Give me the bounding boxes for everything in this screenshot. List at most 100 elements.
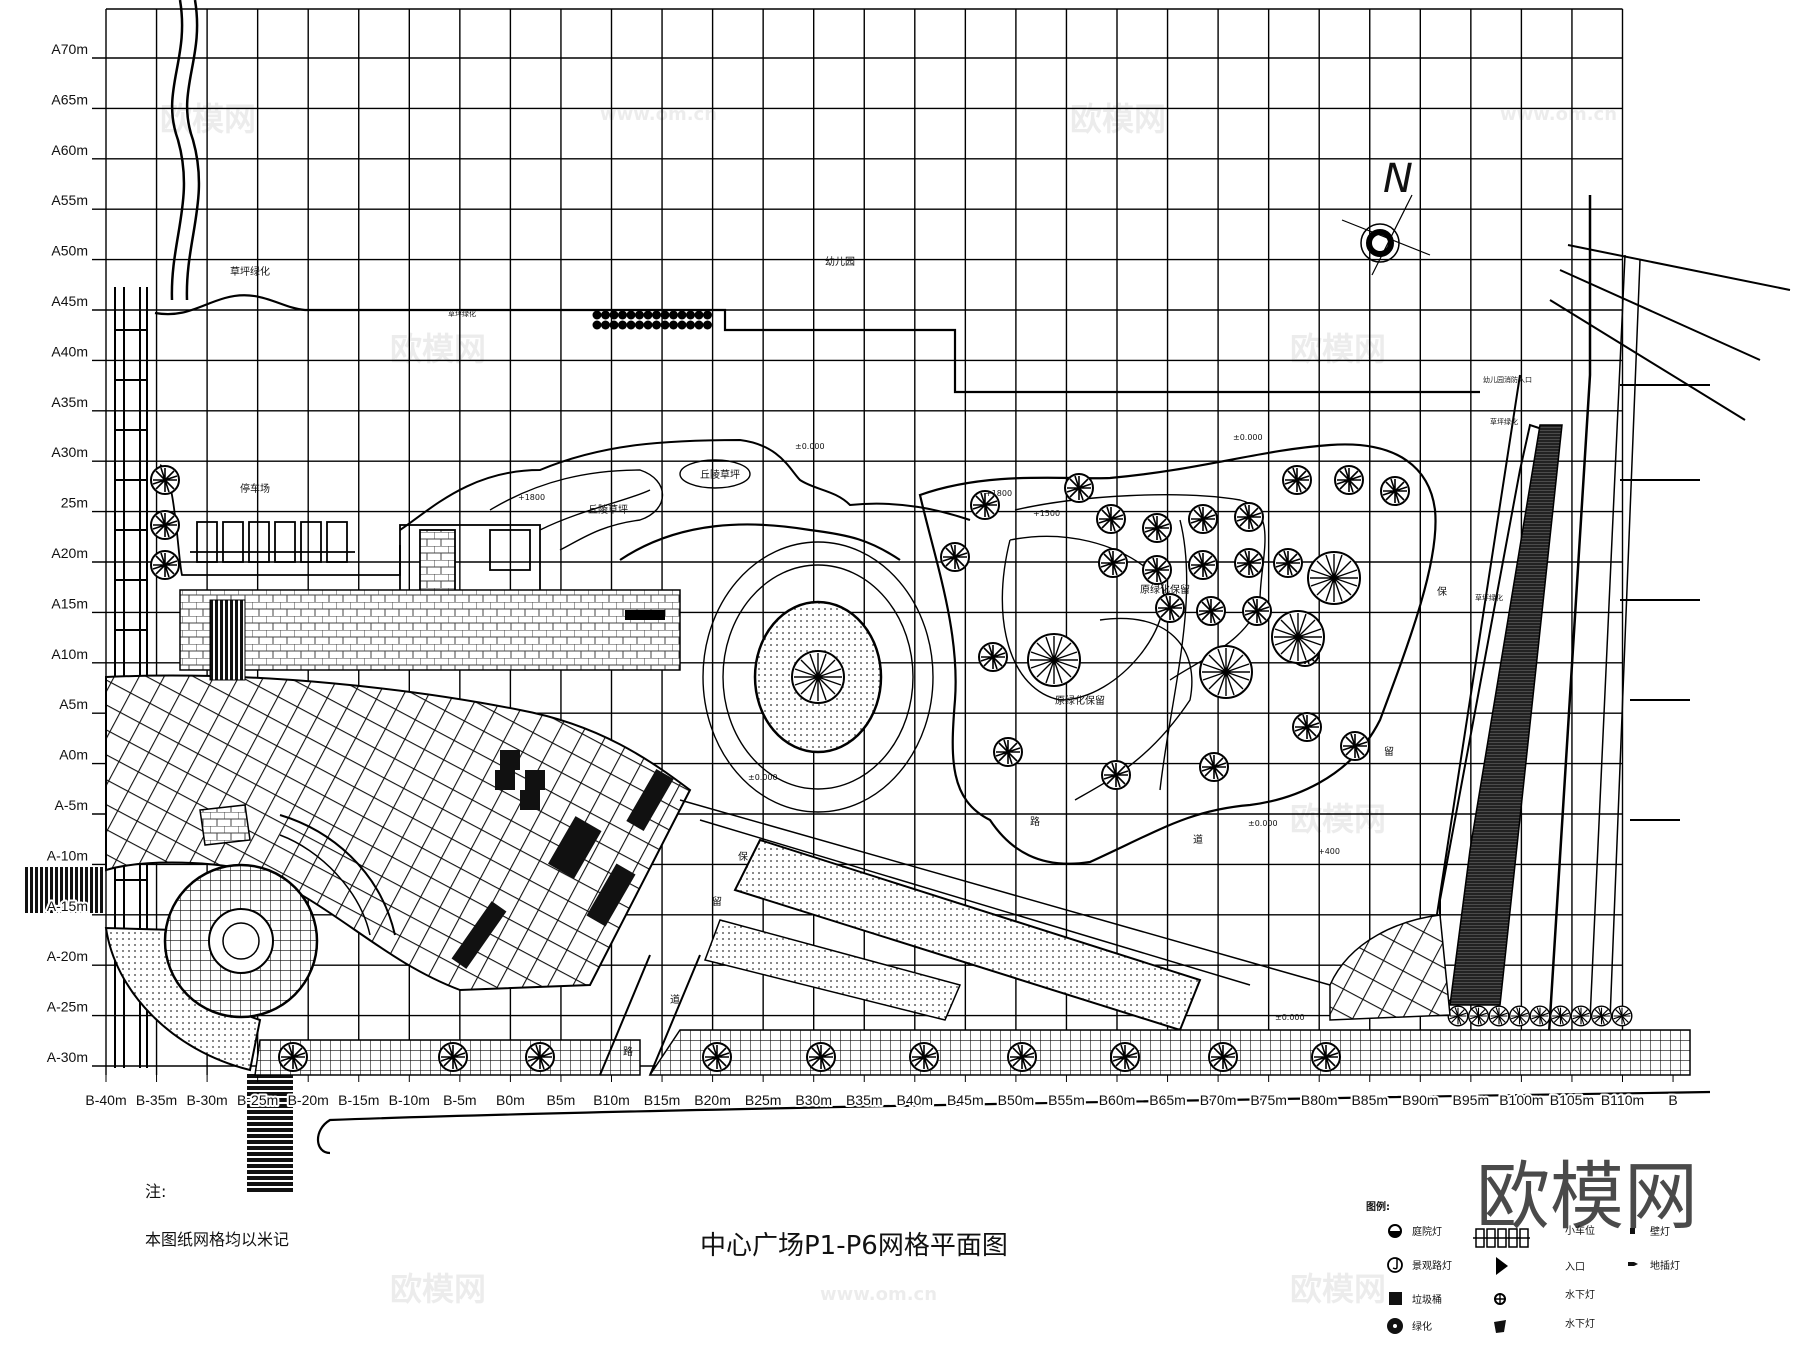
hill-lawn-mounds <box>399 438 971 561</box>
legend-label: 水下灯 <box>1565 1318 1595 1330</box>
legend-label: 庭院灯 <box>1412 1225 1442 1238</box>
column-axis-label: B95m <box>1453 1092 1490 1108</box>
column-axis-label: B-30m <box>186 1092 227 1108</box>
watermark-brand: 欧模网 <box>1476 1154 1698 1240</box>
hedge-tree <box>694 310 704 320</box>
row-axis-label: A-30m <box>47 1049 88 1065</box>
label-hill-lawn-2: 丘陵草坪 <box>700 468 740 481</box>
tree-icon <box>940 542 970 572</box>
tree-icon <box>1508 1005 1531 1027</box>
row-axis-label: A70m <box>51 41 88 57</box>
hedge-tree <box>601 310 610 320</box>
svg-text:www.om.cn: www.om.cn <box>600 104 717 125</box>
column-axis-label: B100m <box>1499 1092 1543 1108</box>
entrance-icon <box>1496 1257 1508 1275</box>
tree-icon <box>278 1042 308 1072</box>
fan-plaza <box>105 589 692 992</box>
label-lawn-right: 草坪绿化 <box>1490 417 1518 426</box>
row-axis-label: A40m <box>51 343 88 359</box>
hedge-tree <box>592 320 602 330</box>
svg-text:欧模网: 欧模网 <box>1070 100 1166 138</box>
label-keep-green-1: 原绿化保留 <box>1140 583 1190 596</box>
hedge-tree <box>652 320 661 330</box>
tree-icon <box>1142 555 1172 585</box>
row-axis-label: A-20m <box>47 948 88 964</box>
svg-text:欧模网: 欧模网 <box>1290 330 1386 368</box>
label-elev-2: ±0.000 <box>795 442 825 451</box>
hedge-tree <box>677 310 687 320</box>
watermark-url: www.om.cn <box>820 1284 937 1305</box>
tree-icon <box>1199 752 1229 782</box>
tree-icon <box>1007 1042 1037 1072</box>
column-axis-label: B-25m <box>237 1092 278 1108</box>
svg-text:欧模网: 欧模网 <box>390 330 486 368</box>
dark-planters <box>451 750 674 969</box>
hedge-tree <box>592 310 602 320</box>
row-axis-label: A55m <box>51 192 88 208</box>
label-keep-3: 保 <box>738 850 748 863</box>
row-axis-label: A-15m <box>47 898 88 914</box>
column-axis-label: B-15m <box>338 1092 379 1108</box>
notes-text: 本图纸网格均以米记 <box>145 1230 289 1249</box>
legend-label: 景观路灯 <box>1412 1259 1452 1272</box>
hedge-tree <box>626 320 636 330</box>
column-axis-label: B15m <box>644 1092 681 1108</box>
landscape-street-lamp-icon <box>1387 1257 1403 1273</box>
hedge-tree <box>669 320 678 330</box>
courtyard-lamp-icon <box>1388 1224 1402 1238</box>
row-axis-label: A65m <box>51 91 88 107</box>
north-label: N <box>1383 156 1413 202</box>
tree-icon <box>1110 1042 1140 1072</box>
plan-labels: 草坪绿化 草坪绿化 幼儿园 停车场 丘陵草坪 丘陵草坪 原绿化保留 原绿化保留 … <box>230 255 1532 1058</box>
column-axis-label: B-40m <box>85 1092 126 1108</box>
tree-icon <box>702 1042 732 1072</box>
hedge-tree <box>609 320 619 330</box>
hedge-tree <box>635 310 644 320</box>
tree-icon <box>1590 1005 1613 1027</box>
tree-icon <box>1155 593 1185 623</box>
column-axis-label: B60m <box>1099 1092 1136 1108</box>
tree-icon <box>150 550 180 580</box>
svg-text:欧模网: 欧模网 <box>390 1270 486 1308</box>
hedge-tree <box>686 320 695 330</box>
column-axis-label: B30m <box>795 1092 832 1108</box>
legend-label: 绿化 <box>1412 1320 1432 1333</box>
label-lawn-right-2: 草坪绿化 <box>1475 593 1503 602</box>
legend-label: 水下灯 <box>1565 1289 1595 1301</box>
column-axis-label: B35m <box>846 1092 883 1108</box>
hedge-tree <box>677 320 687 330</box>
legend-label: 地插灯 <box>1650 1259 1680 1272</box>
tree-icon <box>1101 760 1131 790</box>
greenery-icon <box>1387 1318 1403 1334</box>
central-oval-plaza <box>702 541 934 813</box>
row-axis-label: A-10m <box>47 847 88 863</box>
row-axis-label: A-25m <box>47 999 88 1015</box>
legend-label: 垃圾桶 <box>1412 1293 1442 1306</box>
diagonal-lawn-strips <box>679 799 1451 1032</box>
large-tree-icon <box>1271 610 1325 664</box>
row-axis-label: A45m <box>51 293 88 309</box>
north-arrow-icon <box>1341 194 1431 276</box>
ground-lamp-icon <box>1628 1262 1638 1266</box>
large-tree-icon <box>1199 645 1253 699</box>
svg-text:欧模网: 欧模网 <box>1290 800 1386 838</box>
hedge-tree <box>669 310 678 320</box>
svg-text:欧模网: 欧模网 <box>1290 1270 1386 1308</box>
hedge-tree-row <box>592 310 712 330</box>
column-axis-label: B-10m <box>389 1092 430 1108</box>
row-axis-label: A5m <box>59 696 88 712</box>
legend-label: 壁灯 <box>1650 1225 1670 1238</box>
tree-icon <box>438 1042 468 1072</box>
row-axis-label: A-5m <box>55 797 88 813</box>
axis-labels: A70mA65mA60mA55mA50mA45mA40mA35mA30m25mA… <box>45 39 1680 1110</box>
hedge-tree <box>635 320 644 330</box>
column-axis-label: B40m <box>897 1092 934 1108</box>
row-axis-label: A10m <box>51 646 88 662</box>
large-tree-icon <box>1307 551 1361 605</box>
tree-row-bottom-right <box>1447 1005 1633 1027</box>
legend-heading: 图例: <box>1366 1200 1390 1213</box>
column-axis-label: B20m <box>694 1092 731 1108</box>
hedge-tree <box>686 310 695 320</box>
svg-text:www.om.cn: www.om.cn <box>1500 104 1617 125</box>
hedge-tree <box>694 320 704 330</box>
